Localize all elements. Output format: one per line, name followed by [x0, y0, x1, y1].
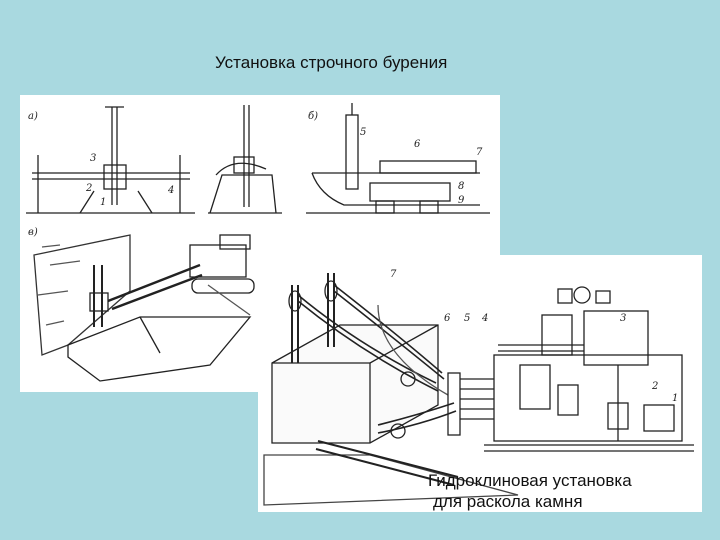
hydraulic-wedge-illustration: 7 6 5 4 3 2 1 [258, 255, 702, 512]
label-2: 2 [85, 183, 92, 194]
part-label-2: 2 [651, 381, 658, 392]
label-4: 4 [167, 185, 174, 196]
label-a: а) [28, 111, 38, 122]
part-label-6: 6 [444, 313, 451, 324]
label-v: в) [28, 227, 38, 238]
label-6: 6 [414, 139, 421, 150]
label-1: 1 [100, 197, 106, 208]
label-b: б) [308, 111, 318, 122]
label-7: 7 [476, 147, 483, 158]
slide-title: Установка строчного бурения [215, 53, 448, 72]
caption-line-1: Гидроклиновая установка [428, 471, 632, 490]
part-label-4: 4 [481, 313, 488, 324]
caption-line-2: для раскола камня [433, 492, 583, 511]
label-9: 9 [458, 195, 465, 206]
part-label-1: 1 [672, 393, 678, 404]
part-label-5: 5 [464, 313, 470, 324]
label-5: 5 [360, 127, 366, 138]
figure-caption: Гидроклиновая установка для раскола камн… [428, 470, 632, 512]
part-label-3: 3 [620, 313, 626, 324]
part-label-7: 7 [390, 269, 397, 280]
label-8: 8 [458, 181, 464, 192]
label-3: 3 [90, 153, 96, 164]
